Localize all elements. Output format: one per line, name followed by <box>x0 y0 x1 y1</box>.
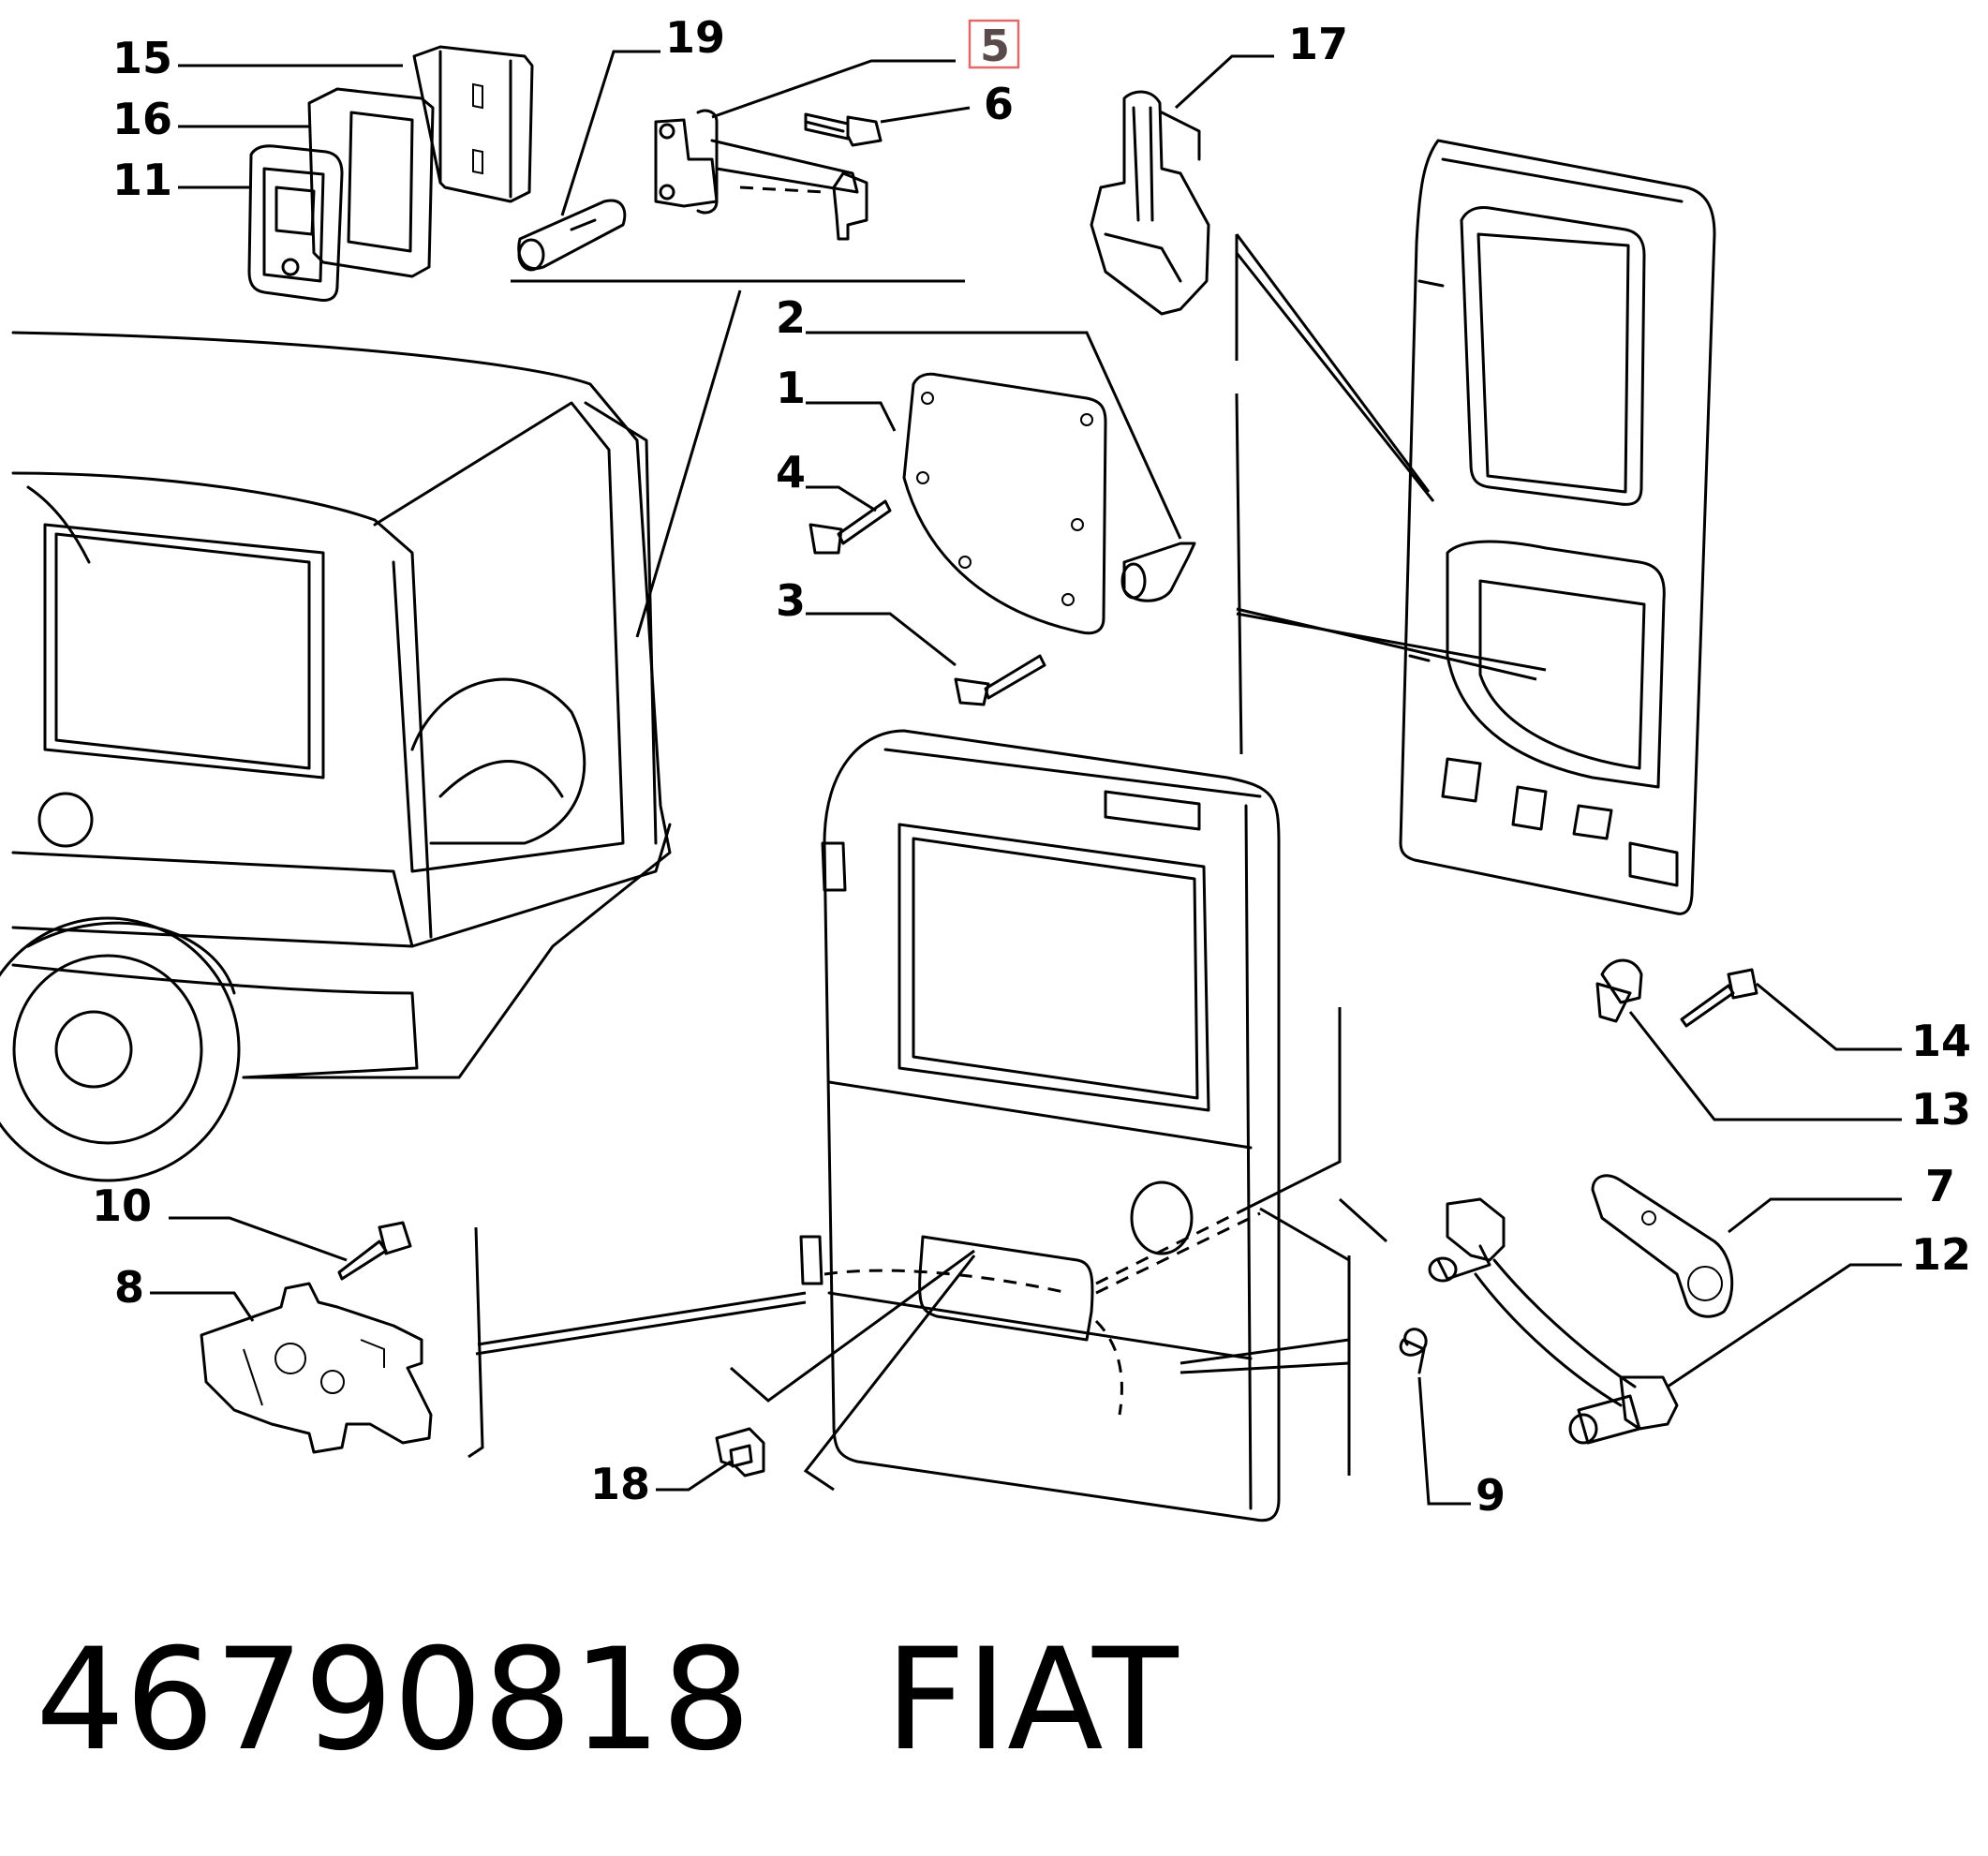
part-number-footer: 46790818 FIAT <box>36 1630 1179 1771</box>
part-13-screw <box>1595 958 1643 1023</box>
part-8-lock-body <box>200 1282 433 1454</box>
callout-3: 3 <box>776 575 806 626</box>
callout-11: 11 <box>112 155 172 205</box>
part-18-clip-nut <box>715 1427 765 1477</box>
part-3-screw <box>954 654 1046 706</box>
callout-10: 10 <box>92 1180 152 1231</box>
callout-labels: 15 16 11 19 5 6 17 2 1 4 3 14 13 7 12 9 … <box>92 12 1971 1521</box>
part-19-pin <box>517 199 627 272</box>
part-9-retaining-clip <box>1399 1328 1428 1374</box>
highlight-box-callout-5 <box>968 19 1020 69</box>
callout-12: 12 <box>1911 1229 1971 1280</box>
callout-4: 4 <box>776 447 806 497</box>
callout-5: 5 <box>980 21 1010 71</box>
callout-19: 19 <box>665 12 725 63</box>
callout-13: 13 <box>1911 1084 1971 1135</box>
callout-15: 15 <box>112 33 172 83</box>
part-5-door-check-strap <box>654 109 868 241</box>
callout-1: 1 <box>776 363 806 413</box>
callout-9: 9 <box>1476 1470 1506 1521</box>
part-4-screw <box>809 499 892 555</box>
callout-17: 17 <box>1288 19 1348 69</box>
part-2-panel-clip <box>1120 542 1196 602</box>
callout-16: 16 <box>112 94 172 144</box>
part-16-frame <box>307 87 435 278</box>
van-body-illustration <box>0 331 672 1182</box>
brand-name: FIAT <box>884 1619 1179 1782</box>
leader-lines <box>150 50 1902 1506</box>
part-17-lock-latch <box>1090 90 1210 316</box>
callout-7: 7 <box>1925 1161 1955 1211</box>
part-10-screw <box>337 1221 412 1281</box>
callout-6: 6 <box>984 79 1014 129</box>
callout-8: 8 <box>114 1262 144 1313</box>
part-1-access-panel <box>902 372 1107 635</box>
callout-18: 18 <box>590 1459 650 1509</box>
rear-door-exterior-illustration <box>799 729 1281 1522</box>
part-14-screw <box>1680 968 1758 1028</box>
part-7-check-strap <box>1591 1174 1734 1318</box>
rear-door-interior-illustration <box>1399 139 1716 915</box>
part-number: 46790818 <box>36 1619 751 1782</box>
callout-2: 2 <box>776 292 806 343</box>
part-12-link-arm <box>1428 1197 1679 1445</box>
callout-14: 14 <box>1911 1016 1971 1066</box>
part-15-bracket <box>412 45 534 203</box>
part-6-bolt <box>804 112 883 147</box>
part-11-inner-handle <box>247 144 344 302</box>
